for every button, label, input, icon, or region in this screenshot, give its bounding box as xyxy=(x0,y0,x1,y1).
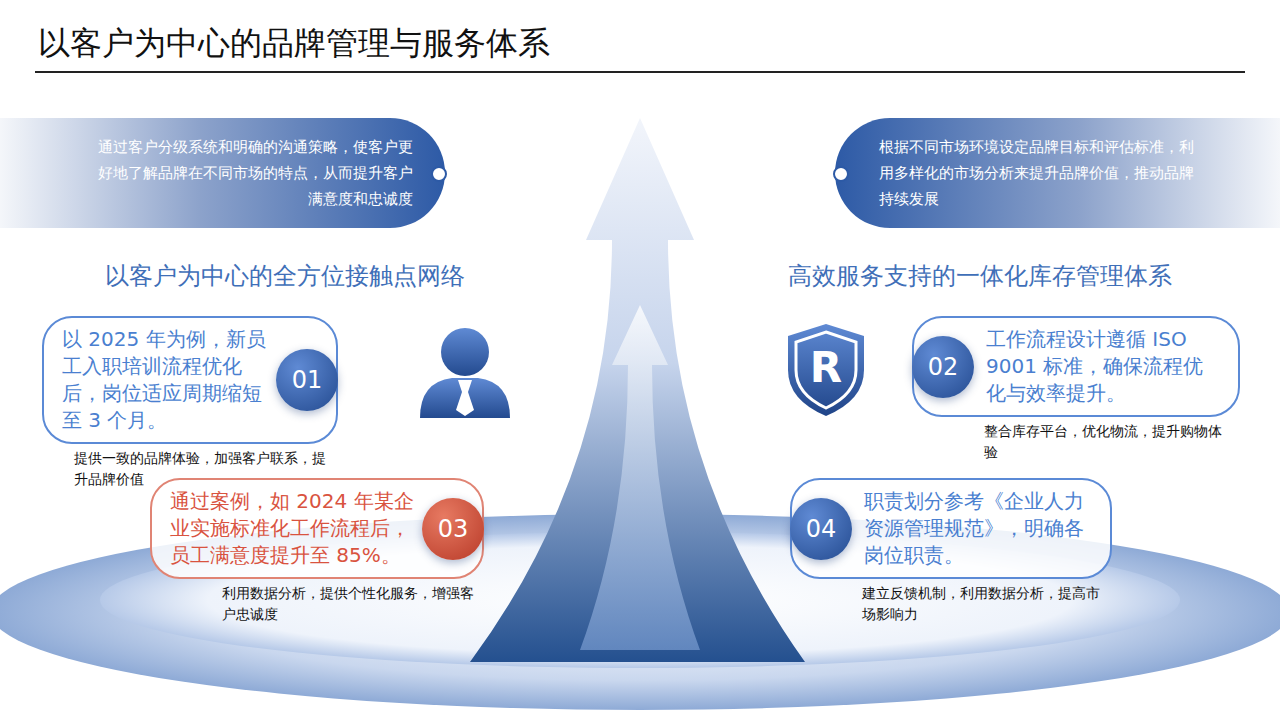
shield-badge: R xyxy=(786,322,866,418)
item-text: 职责划分参考《企业人力资源管理规范》，明确各岗位职责。 xyxy=(864,488,1092,569)
item-text: 工作流程设计遵循 ISO 9001 标准，确保流程优化与效率提升。 xyxy=(986,326,1220,407)
banner-text: 根据不同市场环境设定品牌目标和评估标准，利用多样化的市场分析来提升品牌价值，推动… xyxy=(879,134,1194,212)
callout-number: 02 xyxy=(928,353,959,381)
shield-letter: R xyxy=(810,343,842,392)
info-banner: 根据不同市场环境设定品牌目标和评估标准，利用多样化的市场分析来提升品牌价值，推动… xyxy=(835,118,1280,228)
item-pill: 职责划分参考《企业人力资源管理规范》，明确各岗位职责。建立反馈机制，利用数据分析… xyxy=(790,478,1112,579)
number-circle: 01 xyxy=(276,349,338,411)
banner-text: 通过客户分级系统和明确的沟通策略，使客户更好地了解品牌在不同市场的特点，从而提升… xyxy=(98,134,413,212)
item-note: 建立反馈机制，利用数据分析，提高市场影响力 xyxy=(862,583,1104,625)
page-title: 以客户为中心的品牌管理与服务体系 xyxy=(38,22,550,66)
callout-number: 04 xyxy=(806,515,837,543)
item-text: 通过案例，如 2024 年某企业实施标准化工作流程后，员工满意度提升至 85%。 xyxy=(170,488,414,569)
number-circle: 03 xyxy=(422,498,484,560)
growth-arrow-inner xyxy=(580,305,700,650)
callout-number: 03 xyxy=(438,515,469,543)
number-circle: 04 xyxy=(790,498,852,560)
banner-dot xyxy=(833,166,849,182)
item-pill: 通过案例，如 2024 年某企业实施标准化工作流程后，员工满意度提升至 85%。… xyxy=(150,478,484,579)
item-pill: 以 2025 年为例，新员工入职培训流程优化后，岗位适应周期缩短至 3 个月。提… xyxy=(42,316,338,444)
section-heading: 高效服务支持的一体化库存管理体系 xyxy=(740,260,1220,292)
item-text: 以 2025 年为例，新员工入职培训流程优化后，岗位适应周期缩短至 3 个月。 xyxy=(62,326,268,434)
title-rule xyxy=(35,71,1245,73)
item-note: 利用数据分析，提供个性化服务，增强客户忠诚度 xyxy=(222,583,476,625)
person-icon xyxy=(420,328,510,418)
item-pill: 工作流程设计遵循 ISO 9001 标准，确保流程优化与效率提升。整合库存平台，… xyxy=(912,316,1240,417)
section-heading: 以客户为中心的全方位接触点网络 xyxy=(40,260,530,292)
info-banner: 通过客户分级系统和明确的沟通策略，使客户更好地了解品牌在不同市场的特点，从而提升… xyxy=(0,118,445,228)
callout-number: 01 xyxy=(292,366,323,394)
banner-dot xyxy=(431,166,447,182)
item-note: 整合库存平台，优化物流，提升购物体验 xyxy=(984,421,1232,463)
growth-arrow xyxy=(470,118,805,662)
number-circle: 02 xyxy=(912,336,974,398)
